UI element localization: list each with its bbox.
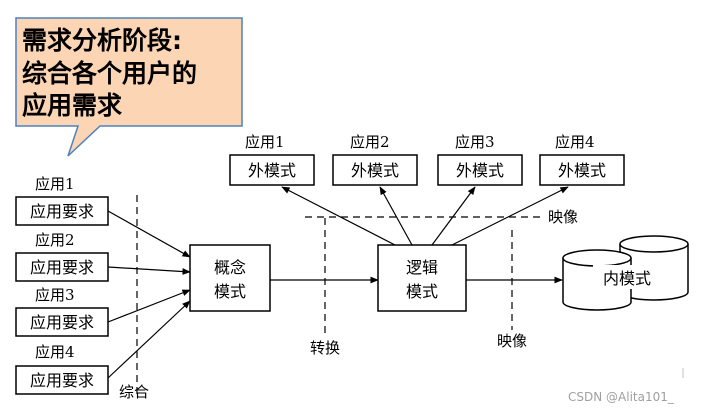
user-app-4-box [15,365,109,395]
user-app-4-label: 应用4 [35,343,75,361]
internal-model-label-bg [593,265,661,289]
external-model-3-box-text: 外模式 [456,161,504,180]
user-app-3-box [15,307,109,337]
external-model-2: 应用2 外模式 [332,133,418,186]
logic-model-line-2: 模式 [406,282,438,301]
user-app-1-label: 应用1 [35,175,75,193]
user-app-2-label: 应用2 [35,231,75,249]
external-model-4-box-text: 外模式 [558,161,606,180]
external-model-1: 应用1 外模式 [229,133,315,186]
callout-line-3: 应用需求 [22,91,122,120]
user-app-3: 应用3 应用要求 [15,286,109,337]
arrow-req2-to-concept [107,266,191,275]
user-app-3-label: 应用3 [35,286,75,304]
arrow-req3-to-concept [107,289,191,323]
callout-bubble: 需求分析阶段: 综合各个用户的 应用需求 [15,17,243,157]
zonghe-label: 综合 [119,383,149,401]
user-app-2-box [15,252,109,282]
callout-line-1: 需求分析阶段: [22,26,182,55]
external-model-2-label: 应用2 [350,133,390,151]
mapping-bottom-label: 映像 [497,332,527,350]
user-app-1-box-text: 应用要求 [30,202,94,221]
logic-model-line-1: 逻辑 [406,258,438,277]
arrow-logic-to-ext1 [281,186,396,246]
logic-model: 逻辑 模式 [377,244,467,312]
callout-line-2: 综合各个用户的 [22,59,197,88]
user-app-4: 应用4 应用要求 [15,343,109,395]
watermark: CSDN @Alita101_ [568,390,675,404]
arrow-logic-to-ext4 [451,186,569,246]
concept-model: 概念 模式 [189,244,271,312]
external-model-3: 应用3 外模式 [437,133,523,186]
arrow-logic-to-ext2 [379,186,413,246]
arrow-req1-to-concept [107,210,191,258]
user-app-1: 应用1 应用要求 [15,175,109,226]
user-app-3-box-text: 应用要求 [30,313,94,332]
external-model-1-box-text: 外模式 [248,161,296,180]
cylinder-back-top [619,235,689,253]
arrow-logic-to-ext3 [431,186,476,246]
external-model-4-box [539,154,625,186]
logic-model-box [377,244,467,312]
concept-model-box [189,244,271,312]
convert-label: 转换 [310,339,340,357]
callout-shape [15,17,243,157]
cylinder-front-top [562,249,632,267]
user-app-2-box-text: 应用要求 [30,258,94,277]
external-model-4-label: 应用4 [555,133,595,151]
internal-model-label: 内模式 [603,269,651,288]
external-model-4: 应用4 外模式 [539,133,625,186]
concept-model-line-1: 概念 [214,258,246,277]
concept-model-line-2: 模式 [214,282,246,301]
internal-model-storage-icon: 内模式 [562,235,689,311]
external-model-1-box [229,154,315,186]
arrow-req4-to-concept [107,300,191,379]
user-app-2: 应用2 应用要求 [15,231,109,282]
user-app-4-box-text: 应用要求 [30,371,94,390]
mapping-top-label: 映像 [548,208,578,226]
external-model-3-label: 应用3 [455,133,495,151]
external-model-1-label: 应用1 [245,133,285,151]
external-model-3-box [437,154,523,186]
external-model-2-box-text: 外模式 [351,161,399,180]
external-model-2-box [332,154,418,186]
